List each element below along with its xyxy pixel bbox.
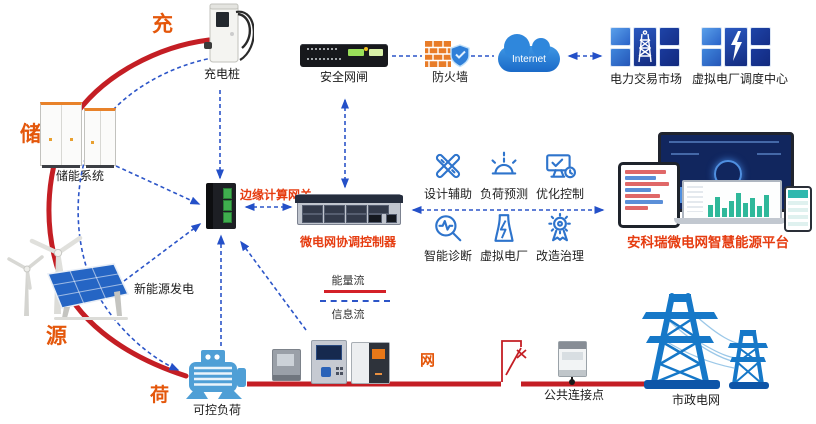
platform-label: 安科瑞微电网智慧能源平台 [627,235,789,250]
legend-info-line [320,300,390,302]
wind-turbine-small [7,255,44,316]
storage-system-icon [40,94,118,170]
power-plant-icon [494,214,514,242]
monitor-check-icon [546,154,576,179]
pcc-label: 公共连接点 [543,388,604,402]
controllable-load-icon [186,350,246,399]
edge-gateway-device [206,183,236,229]
platform-devices-icon [616,130,812,232]
capability-optimal-control-label: 优化控制 [535,187,584,201]
rack-display-2 [369,49,383,56]
alarm-icon [491,151,517,175]
platform-laptop [682,180,782,222]
security-gateway-label: 安全网闸 [319,70,368,84]
edge-gateway-label: 边缘计算网关 [240,188,313,202]
internet-label: Internet [512,54,546,65]
controller-terminal-device [351,342,390,384]
legend-energy-line [324,290,386,293]
internet-cloud-icon: Internet [498,34,560,72]
tower-small [728,330,769,389]
info-storage-to-gateway [115,165,201,205]
capability-diagnosis: 智能诊断 [416,212,480,264]
microgrid-controller-label: 微电网协调控制器 [299,235,396,249]
municipal-grid-label: 市政电网 [671,393,720,407]
ev-charger-icon [204,3,254,63]
power-meter-device [272,349,301,381]
legend-energy-label: 能量流 [331,275,365,287]
capability-vpp-label: 虚拟电厂 [479,249,528,263]
new-energy-icon [7,235,130,320]
rack-ports [307,48,337,50]
municipal-grid-towers-icon [642,293,769,389]
new-energy-label: 新能源发电 [133,282,194,296]
capability-forecast: 负荷预测 [472,150,536,202]
power-trading-market-label: 电力交易市场 [609,72,682,86]
gear-medal-icon [548,212,571,242]
vpp-dispatch-center-icon [701,27,771,67]
flow-label-source: 源 [46,325,67,348]
capability-vpp: 虚拟电厂 [472,212,536,264]
firewall-label: 防火墙 [431,70,468,84]
capability-optimal-control: 优化控制 [528,150,592,202]
platform-phone [784,186,812,232]
flow-label-charge: 充 [152,13,173,36]
microgrid-controller-device [295,194,403,225]
flow-label-grid: 网 [420,352,436,369]
legend-info-label: 信息流 [331,309,365,321]
transmission-tower-glyph [633,27,657,67]
controllable-load-label: 可控负荷 [192,403,241,417]
info-meters-to-gateway [240,240,307,331]
platform-tablet [618,162,680,228]
pcc-connection-dot [569,379,575,385]
energy-flow-arc [46,37,212,379]
lightning-glyph [724,27,748,67]
capability-design: 设计辅助 [416,150,480,202]
pcc-smart-meter-icon [558,341,587,377]
magnifier-pulse-icon [435,215,462,242]
capability-design-label: 设计辅助 [423,187,472,201]
capability-retrofit-label: 改造治理 [535,249,584,263]
security-gateway-device [300,44,388,67]
rack-ports-2 [307,58,341,60]
protection-relay-device [311,340,347,384]
info-solar-to-gateway [123,223,202,282]
capability-forecast-label: 负荷预测 [479,187,528,201]
solar-panel-icon [46,263,130,320]
capability-diagnosis-label: 智能诊断 [423,249,472,263]
power-trading-market-icon [610,27,680,67]
flow-label-storage: 储 [20,123,41,146]
rack-indicator-light [364,47,368,51]
breaker-switch-symbol [501,340,527,382]
charging-pile-label: 充电桩 [203,67,240,81]
design-tools-icon [435,153,461,179]
vpp-dispatch-center-label: 虚拟电厂调度中心 [691,72,788,86]
flow-label-load: 荷 [150,385,170,406]
tower-large [642,293,720,389]
firewall-icon [425,41,470,68]
storage-system-label: 储能系统 [55,169,104,183]
rack-display [348,49,364,56]
capability-retrofit: 改造治理 [528,212,592,264]
